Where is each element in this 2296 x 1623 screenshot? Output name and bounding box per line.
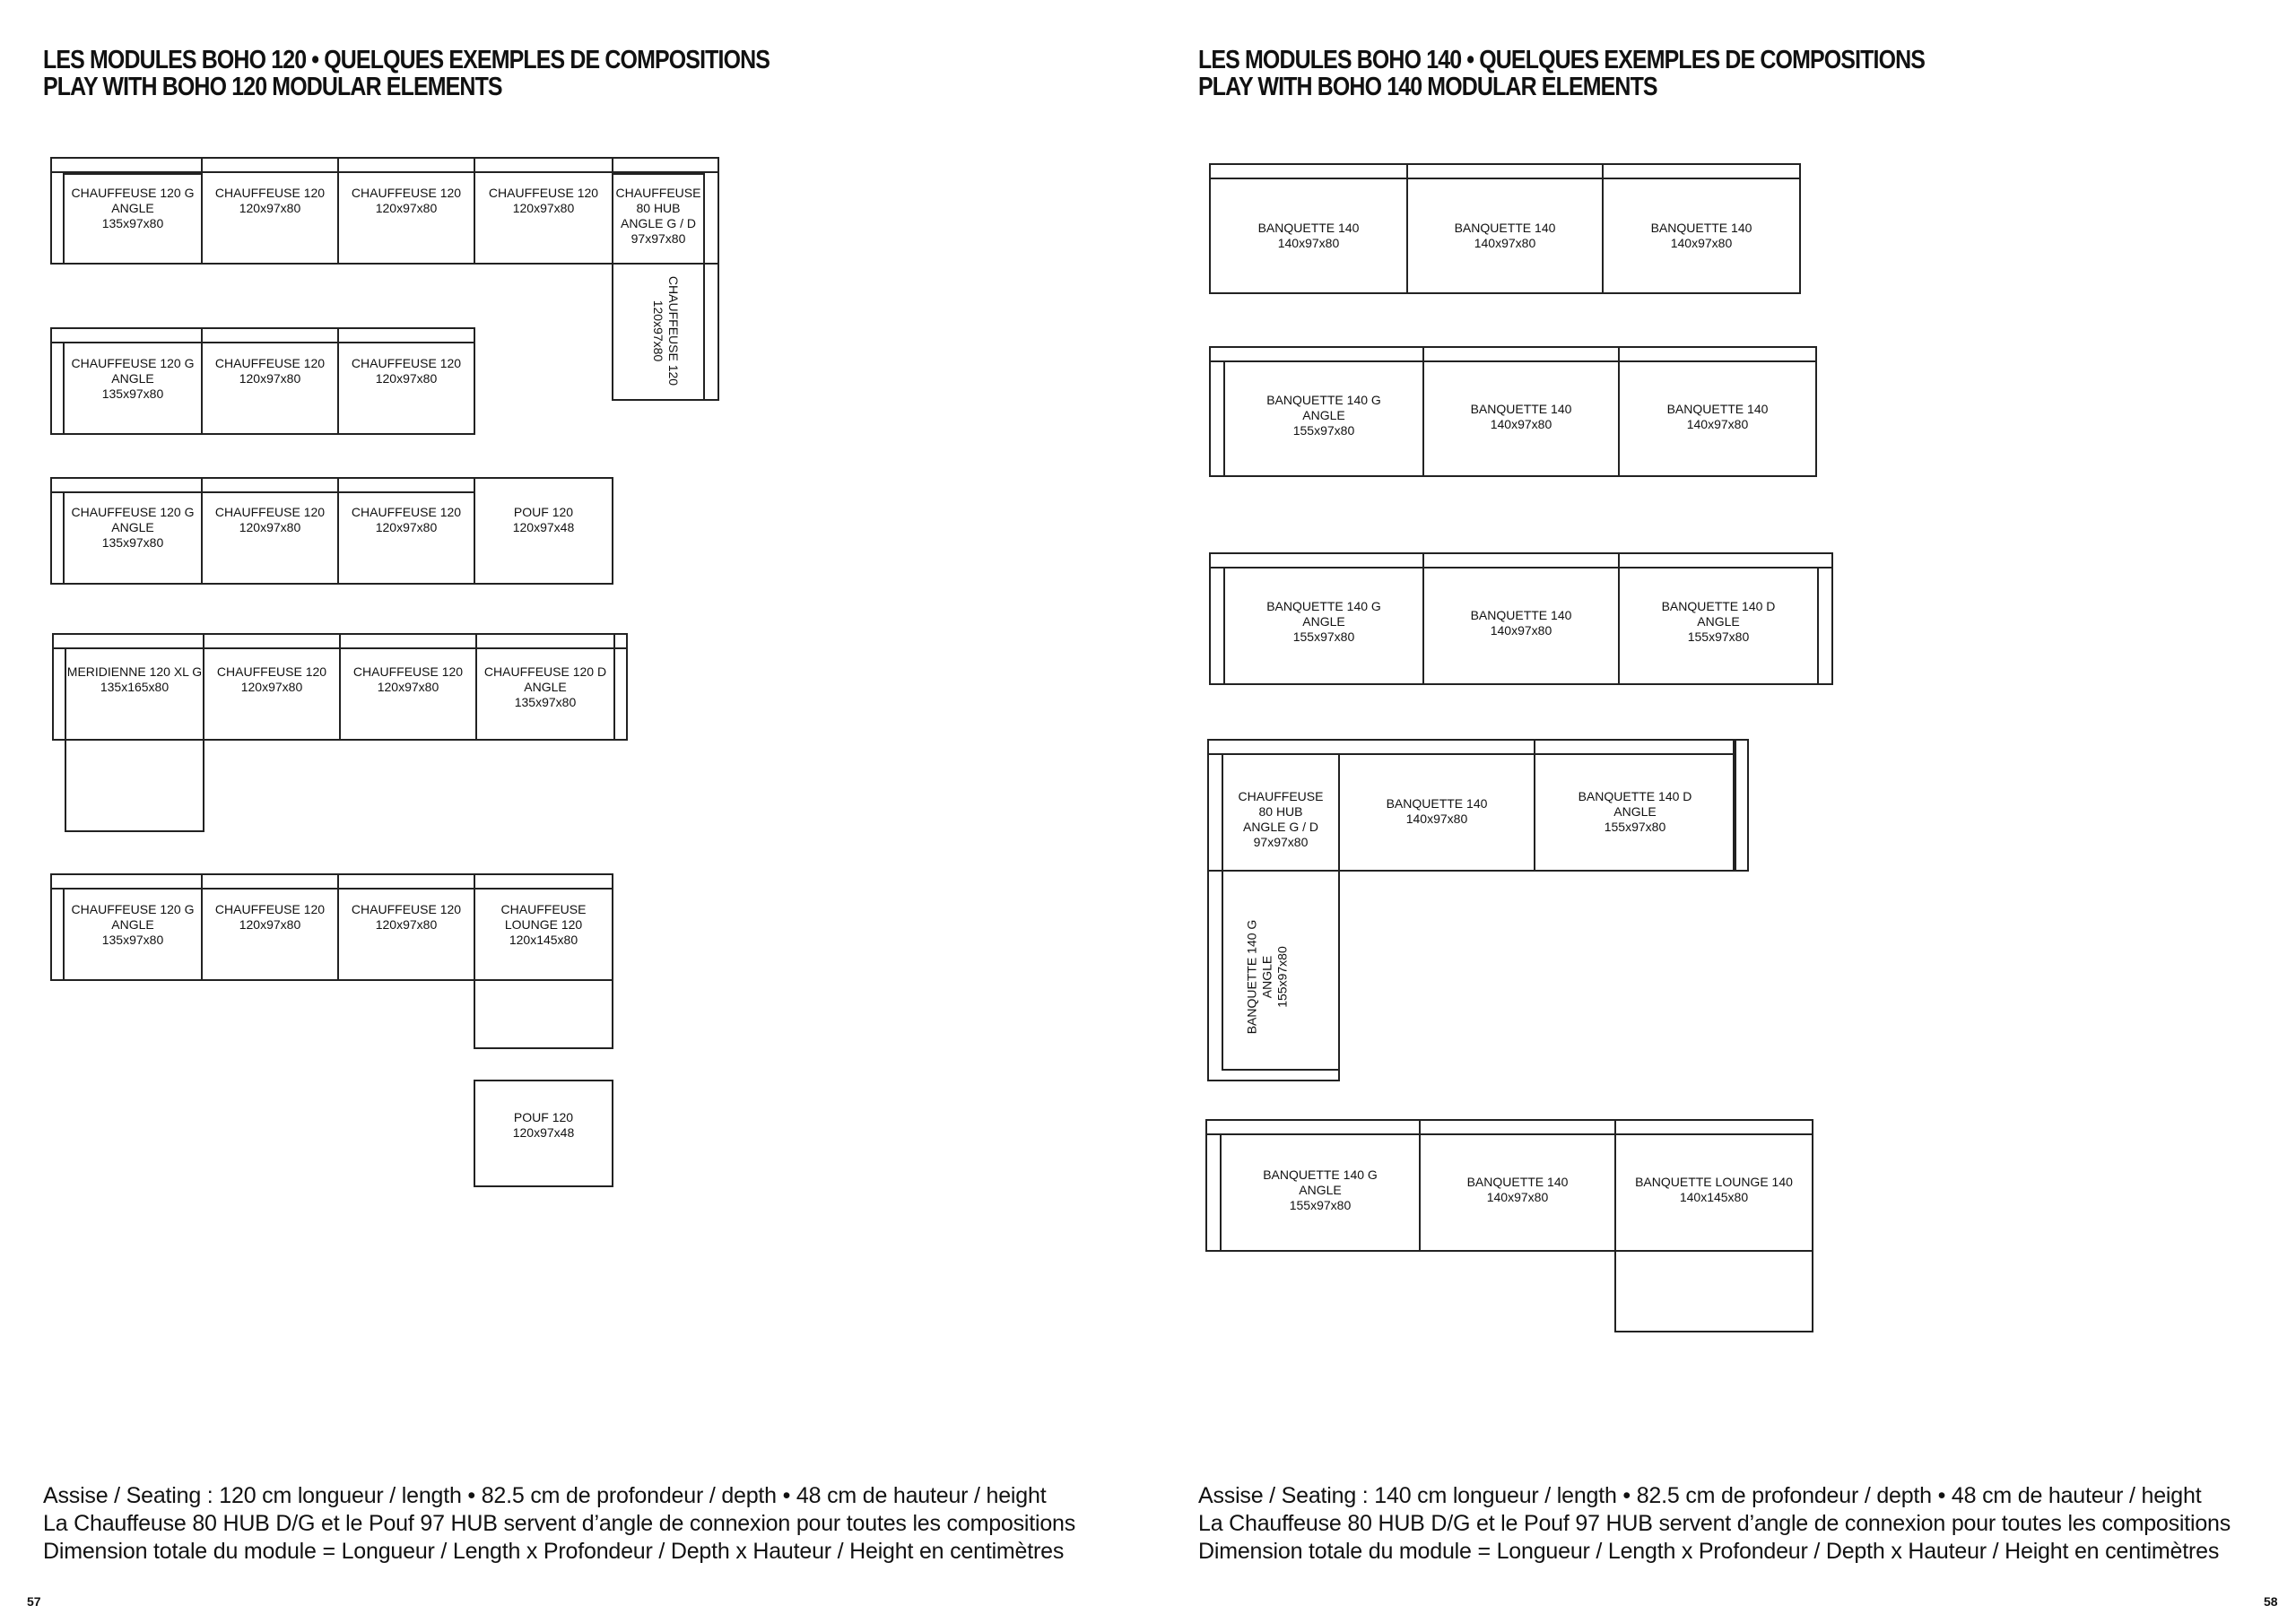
page-number: 58 [2264, 1594, 2278, 1609]
module-outline [337, 327, 475, 435]
module-label: CHAUFFEUSE 120 120x97x80 [216, 664, 327, 694]
seating-info: Assise / Seating : 140 cm longueur / len… [1198, 1482, 2231, 1566]
footer-line-2: La Chauffeuse 80 HUB D/G et le Pouf 97 H… [43, 1511, 1076, 1536]
footer-line-3: Dimension totale du module = Longueur / … [43, 1539, 1065, 1564]
module-outline [474, 873, 613, 1049]
module-label: CHAUFFEUSE 120 120x97x80 [488, 186, 599, 215]
module-label: CHAUFFEUSE 120 120x97x80 [351, 356, 462, 386]
module-outline [1406, 163, 1604, 294]
module-label: BANQUETTE 140 G ANGLE 155x97x80 [1244, 919, 1290, 1035]
module-label: POUF 120 120x97x48 [512, 1110, 575, 1140]
module-label: CHAUFFEUSE LOUNGE 120 120x145x80 [500, 902, 587, 947]
footer-line-1: Assise / Seating : 140 cm longueur / len… [1198, 1483, 2202, 1508]
module-label: CHAUFFEUSE 120 120x97x80 [214, 902, 326, 932]
module-label: BANQUETTE 140 140x97x80 [1666, 402, 1769, 431]
module-label: CHAUFFEUSE 120 120x97x80 [352, 664, 464, 694]
module-label: BANQUETTE 140 G ANGLE 155x97x80 [1266, 393, 1381, 438]
module-label: BANQUETTE 140 D ANGLE 155x97x80 [1578, 789, 1692, 834]
page-number: 57 [27, 1594, 41, 1609]
title-line-2: PLAY WITH BOHO 120 MODULAR ELEMENTS [43, 73, 503, 101]
page-title: LES MODULES BOHO 140 • QUELQUES EXEMPLES… [1198, 46, 1926, 101]
module-outline [474, 1080, 613, 1187]
module-label: CHAUFFEUSE 120 120x97x80 [351, 902, 462, 932]
module-label: BANQUETTE 140 140x97x80 [1470, 608, 1572, 638]
module-label: BANQUETTE 140 140x97x80 [1454, 221, 1556, 250]
footer-line-3: Dimension totale du module = Longueur / … [1198, 1539, 2220, 1564]
module-label: CHAUFFEUSE 120 D ANGLE 135x97x80 [483, 664, 607, 709]
module-label: CHAUFFEUSE 120 120x97x80 [214, 186, 326, 215]
module-label: MERIDIENNE 120 XL G 135x165x80 [66, 664, 203, 694]
module-label: CHAUFFEUSE 80 HUB ANGLE G / D 97x97x80 [1238, 789, 1324, 849]
module-outline [1534, 739, 1736, 872]
footer-line-2: La Chauffeuse 80 HUB D/G et le Pouf 97 H… [1198, 1511, 2231, 1536]
seating-info: Assise / Seating : 120 cm longueur / len… [43, 1482, 1075, 1566]
module-label: BANQUETTE 140 140x97x80 [1470, 402, 1572, 431]
module-outline [1618, 567, 1819, 685]
right-page: LES MODULES BOHO 140 • QUELQUES EXEMPLES… [1148, 0, 2296, 1623]
module-label: BANQUETTE 140 140x97x80 [1466, 1175, 1569, 1204]
module-label: CHAUFFEUSE 120 120x97x80 [214, 356, 326, 386]
module-label: CHAUFFEUSE 120 G ANGLE 135x97x80 [71, 505, 195, 550]
module-label: CHAUFFEUSE 120 120x97x80 [214, 505, 326, 534]
title-line-1: LES MODULES BOHO 140 • QUELQUES EXEMPLES… [1198, 46, 1926, 74]
module-label: CHAUFFEUSE 120 G ANGLE 135x97x80 [71, 356, 195, 401]
module-label: BANQUETTE 140 G ANGLE 155x97x80 [1263, 1167, 1378, 1212]
module-label: BANQUETTE 140 140x97x80 [1257, 221, 1360, 250]
module-label: CHAUFFEUSE 120 120x97x80 [351, 186, 462, 215]
module-label: CHAUFFEUSE 120 G ANGLE 135x97x80 [71, 186, 195, 230]
module-label: CHAUFFEUSE 120 G ANGLE 135x97x80 [71, 902, 195, 947]
module-label: BANQUETTE 140 G ANGLE 155x97x80 [1266, 599, 1381, 644]
title-line-2: PLAY WITH BOHO 140 MODULAR ELEMENTS [1198, 73, 1658, 101]
left-page: LES MODULES BOHO 120 • QUELQUES EXEMPLES… [27, 47, 1075, 1609]
module-label: BANQUETTE 140 140x97x80 [1386, 796, 1488, 826]
module-outline [1614, 1119, 1813, 1332]
module-outline [1422, 346, 1620, 477]
module-label: BANQUETTE 140 D ANGLE 155x97x80 [1661, 599, 1776, 644]
title-line-1: LES MODULES BOHO 120 • QUELQUES EXEMPLES… [43, 46, 770, 74]
backrest-strip [703, 263, 719, 401]
module-outline [475, 647, 615, 741]
module-label: CHAUFFEUSE 120 120x97x80 [651, 275, 681, 386]
module-label: BANQUETTE 140 140x97x80 [1650, 221, 1752, 250]
footer-line-1: Assise / Seating : 120 cm longueur / len… [43, 1483, 1047, 1508]
backrest-strip [1733, 739, 1749, 872]
module-outline [1222, 870, 1340, 1071]
module-label: BANQUETTE LOUNGE 140 140x145x80 [1635, 1175, 1793, 1204]
module-label: POUF 120 120x97x48 [512, 505, 575, 534]
module-label: CHAUFFEUSE 80 HUB ANGLE G / D 97x97x80 [615, 186, 701, 246]
module-outline [474, 477, 613, 585]
module-label: CHAUFFEUSE 120 120x97x80 [351, 505, 462, 534]
page-title: LES MODULES BOHO 120 • QUELQUES EXEMPLES… [43, 47, 770, 100]
